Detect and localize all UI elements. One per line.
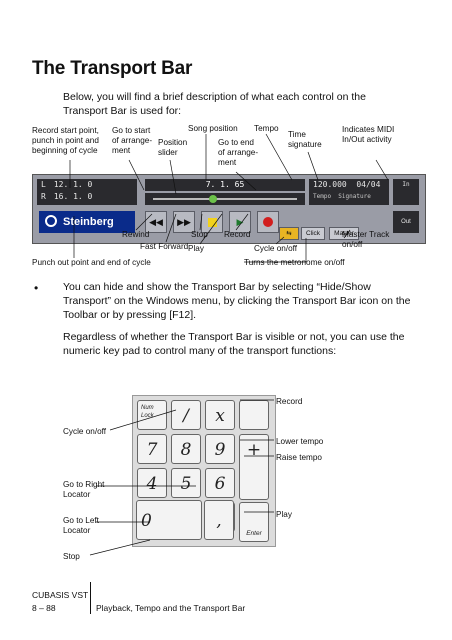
click-button[interactable]: Click bbox=[301, 227, 325, 240]
record-button[interactable] bbox=[257, 211, 279, 233]
label-metronome: Turns the metronome on/off bbox=[244, 258, 345, 267]
key-7[interactable]: 7 bbox=[137, 434, 167, 464]
label-stop: Stop bbox=[191, 230, 208, 239]
numpad-label-go-right: Go to Right Locator bbox=[63, 480, 105, 499]
key-minus[interactable] bbox=[239, 400, 269, 430]
footer-chapter: Playback, Tempo and the Transport Bar bbox=[96, 603, 246, 613]
key-0[interactable]: 0 bbox=[136, 500, 202, 540]
label-record-start: Record start point, punch in point and b… bbox=[32, 126, 99, 155]
footer-product: CUBASIS VST bbox=[32, 590, 89, 600]
intro-paragraph: Below, you will find a brief description… bbox=[63, 91, 366, 117]
stop-icon bbox=[207, 217, 217, 227]
key-numlock[interactable]: Num Lock bbox=[137, 400, 167, 430]
fast-forward-icon: ▶▶ bbox=[177, 216, 191, 227]
numpad-label-raise-tempo: Raise tempo bbox=[276, 453, 322, 462]
label-record: Record bbox=[224, 230, 251, 239]
play-icon: ▶ bbox=[236, 216, 244, 227]
steinberg-ring-icon bbox=[45, 215, 57, 227]
left-locator-tag: L bbox=[41, 180, 46, 189]
transport-bar: L 12. 1. 0 R 16. 1. 0 7. 1. 65 120.000 04/… bbox=[32, 174, 426, 244]
numpad-label-lower-tempo: Lower tempo bbox=[276, 437, 324, 446]
key-8[interactable]: 8 bbox=[171, 434, 201, 464]
cycle-icon: ⇆ bbox=[286, 230, 292, 237]
label-rewind: Rewind bbox=[122, 230, 150, 239]
label-cycle: Cycle on/off bbox=[254, 244, 298, 253]
numpad-label-go-left: Go to Left Locator bbox=[63, 516, 99, 535]
locator-display[interactable]: L 12. 1. 0 R 16. 1. 0 bbox=[37, 179, 137, 205]
logo-text: Steinberg bbox=[63, 216, 114, 228]
label-song-position: Song position bbox=[188, 124, 238, 133]
record-icon bbox=[263, 217, 273, 227]
midi-out-indicator: Out bbox=[393, 211, 419, 233]
bullet-text: You can hide and show the Transport Bar … bbox=[63, 281, 411, 321]
tempo-caption: Tempo bbox=[313, 193, 332, 200]
key-multiply[interactable]: x bbox=[205, 400, 235, 430]
key-6[interactable]: 6 bbox=[205, 468, 235, 498]
slider-knob[interactable] bbox=[209, 195, 217, 203]
slider-track bbox=[153, 198, 297, 200]
label-position-slider: Position slider bbox=[158, 138, 188, 157]
numpad-label-cycle: Cycle on/off bbox=[63, 427, 107, 436]
label-tempo: Tempo bbox=[254, 124, 279, 133]
tempo-signature-display[interactable]: 120.000 04/04 Tempo Signature bbox=[309, 179, 389, 205]
right-locator-value: 16. 1. 0 bbox=[53, 192, 93, 201]
rewind-icon: ◀◀ bbox=[149, 216, 163, 227]
fast-forward-button[interactable]: ▶▶ bbox=[173, 211, 195, 233]
cycle-button[interactable]: ⇆ bbox=[279, 227, 299, 240]
key-enter[interactable]: Enter bbox=[239, 502, 269, 542]
left-locator-value: 12. 1. 0 bbox=[53, 180, 93, 189]
numpad-label-record: Record bbox=[276, 397, 303, 406]
signature-value: 04/04 bbox=[356, 180, 381, 189]
numpad-paragraph: Regardless of whether the Transport Bar … bbox=[63, 331, 405, 357]
footer-divider bbox=[90, 582, 91, 614]
label-time-signature: Time signature bbox=[288, 130, 322, 149]
right-locator-tag: R bbox=[41, 192, 46, 201]
key-5[interactable]: 5 bbox=[171, 468, 201, 498]
label-go-end: Go to end of arrange-ment bbox=[218, 138, 259, 167]
numpad-label-play: Play bbox=[276, 510, 292, 519]
midi-in-indicator: In bbox=[393, 179, 419, 205]
footer-page-number: 8 – 88 bbox=[32, 603, 56, 613]
page-title: The Transport Bar bbox=[32, 58, 193, 79]
label-play: Play bbox=[188, 244, 204, 253]
bullet-icon: • bbox=[34, 281, 39, 295]
key-4[interactable]: 4 bbox=[137, 468, 167, 498]
signature-caption: Signature bbox=[338, 193, 371, 200]
label-go-start: Go to start of arrange-ment bbox=[112, 126, 153, 155]
transport-buttons: ◀◀ ▶▶ ▶ bbox=[145, 211, 279, 233]
song-position-display[interactable]: 7. 1. 65 bbox=[145, 179, 305, 191]
numpad-label-stop: Stop bbox=[63, 552, 80, 561]
label-master-track: Master Track on/off bbox=[342, 230, 390, 249]
key-divide[interactable]: / bbox=[171, 400, 201, 430]
position-slider[interactable] bbox=[145, 193, 305, 205]
key-9[interactable]: 9 bbox=[205, 434, 235, 464]
label-midi-activity: Indicates MIDI In/Out activity bbox=[342, 125, 395, 144]
label-punch-out: Punch out point and end of cycle bbox=[32, 258, 151, 267]
label-fast-forward: Fast Forward bbox=[140, 242, 189, 251]
steinberg-logo: Steinberg bbox=[39, 211, 135, 233]
tempo-value: 120.000 bbox=[313, 180, 347, 189]
key-plus[interactable]: + bbox=[239, 434, 269, 500]
key-comma[interactable]: , bbox=[204, 500, 234, 540]
